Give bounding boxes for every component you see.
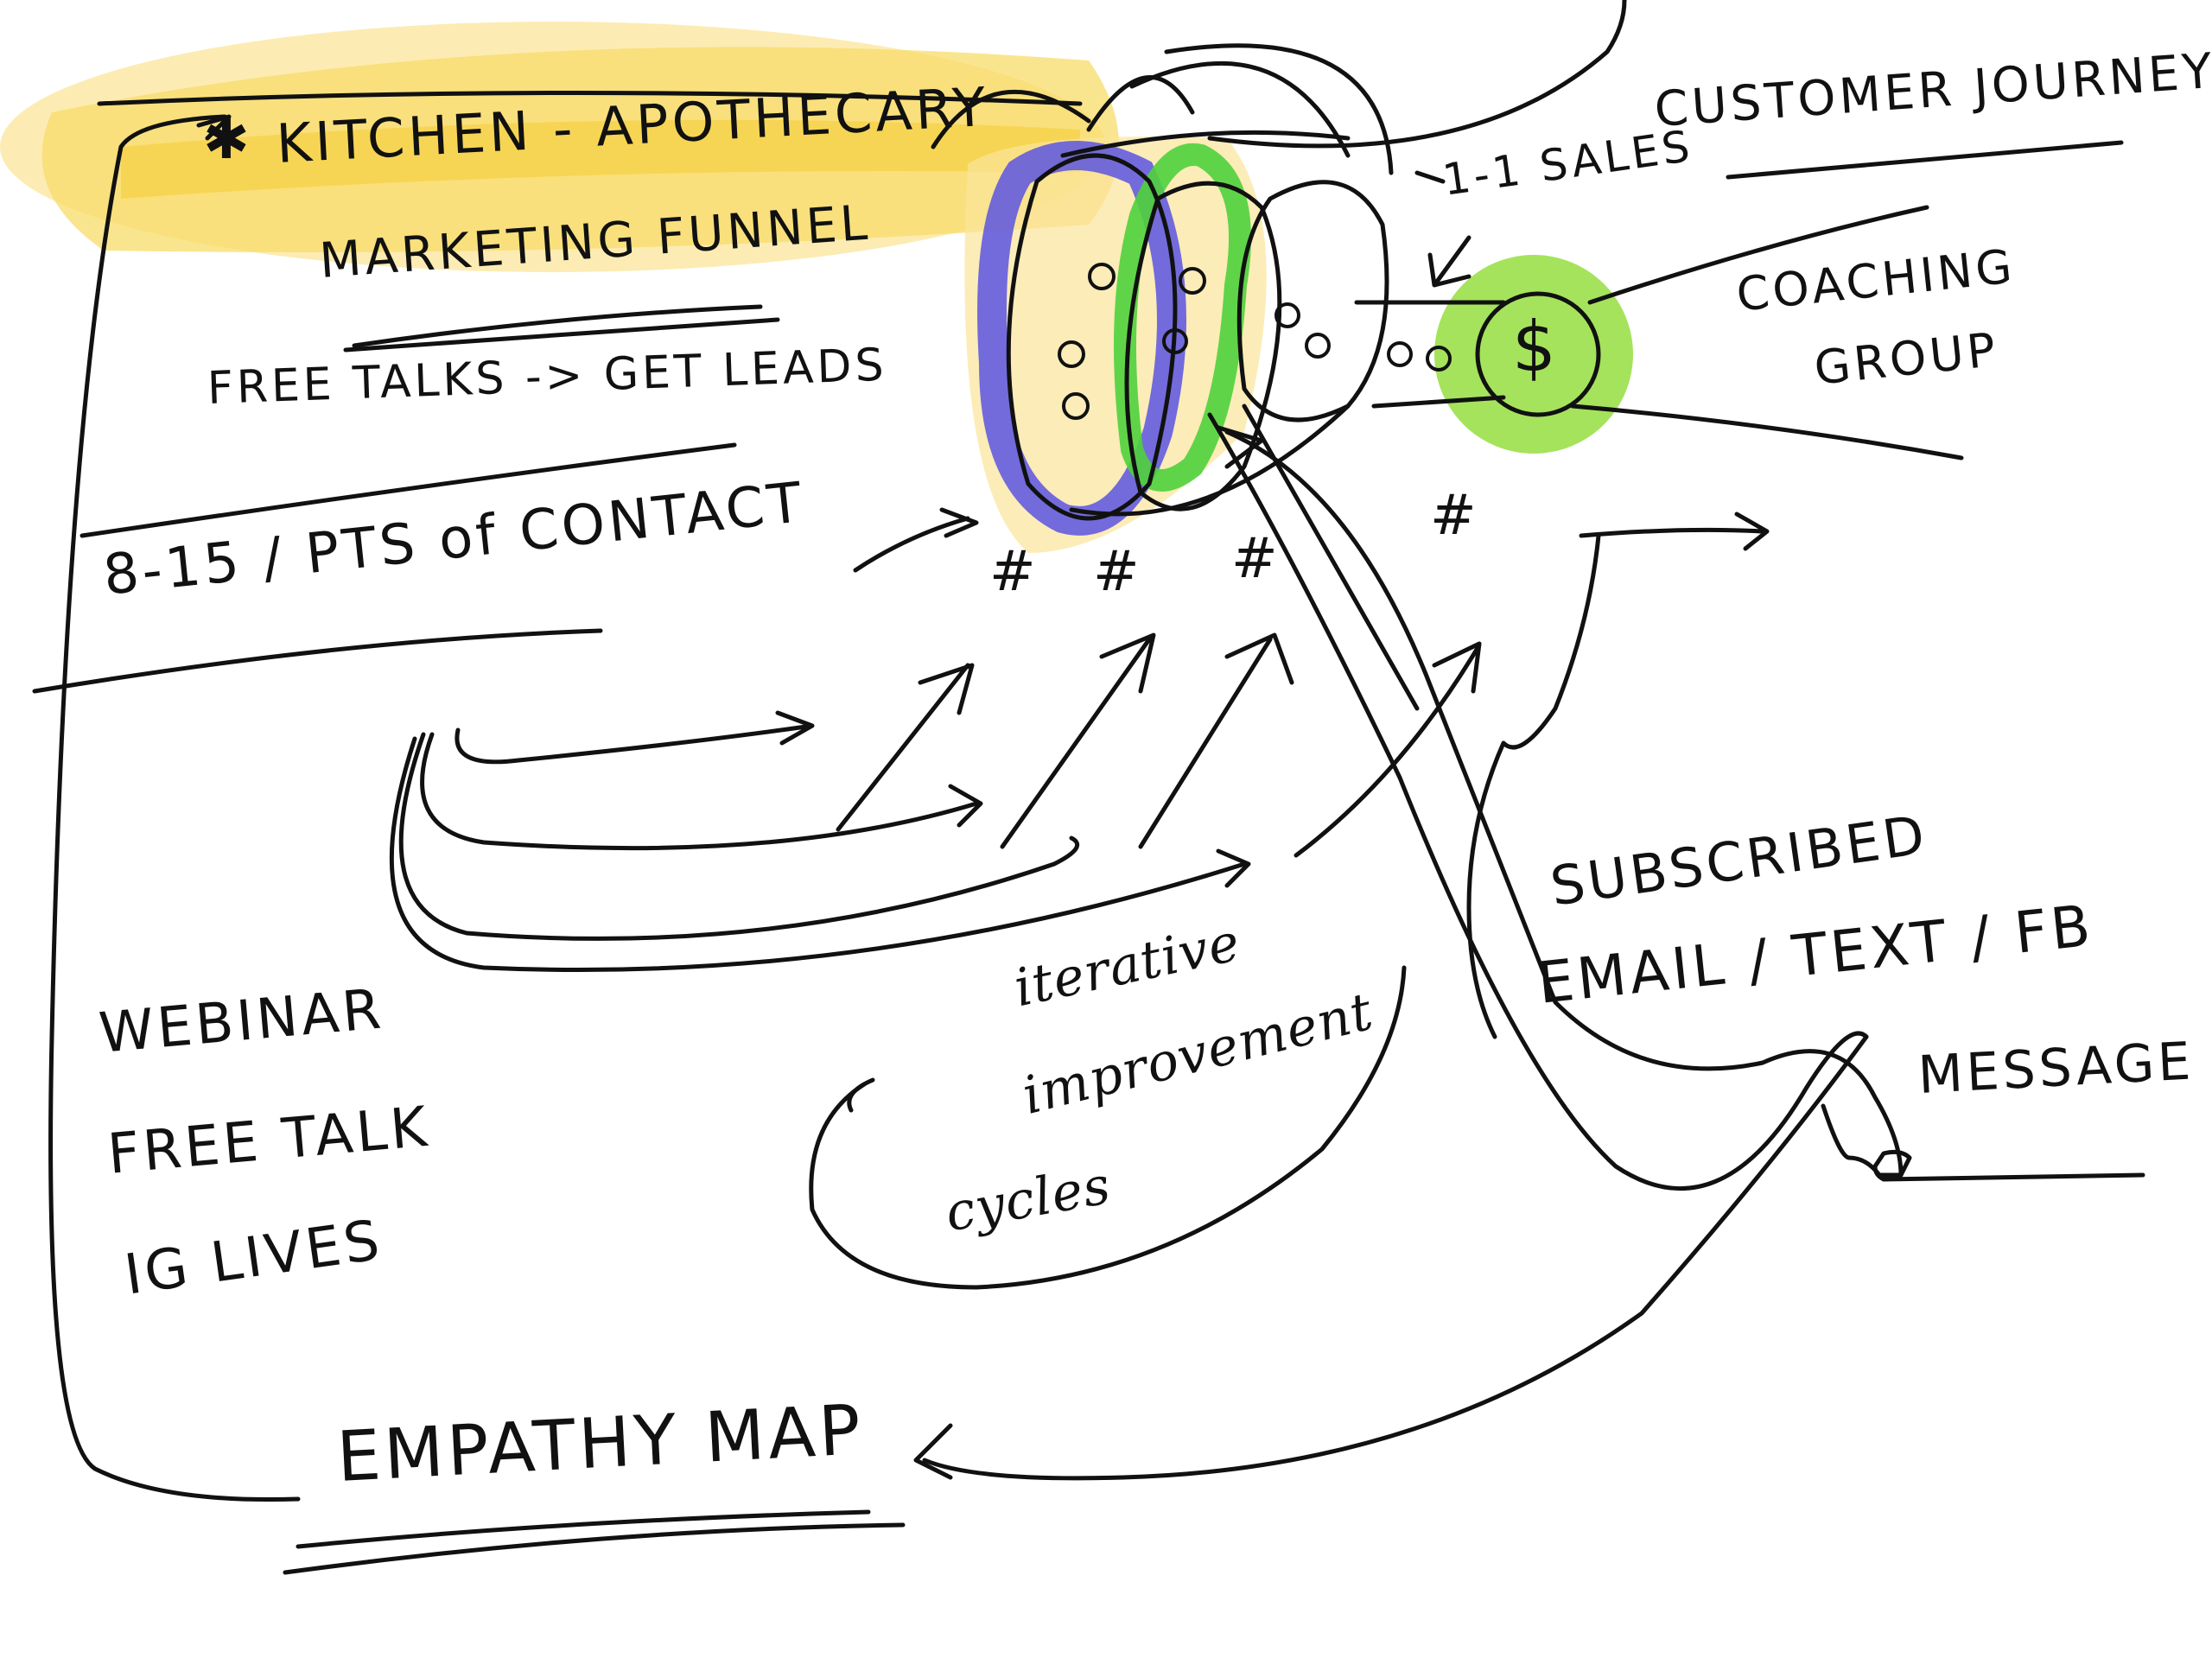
- asterisk-icon: ✱: [203, 108, 253, 172]
- up-arrow-3: [1138, 632, 1294, 849]
- left-feedback-loop: [48, 114, 301, 1502]
- up-arrow-1: [836, 663, 975, 832]
- swirl-3: [1129, 60, 1351, 158]
- left-loop-arrowhead: [196, 114, 232, 141]
- empathy-return-curve: [922, 1034, 1869, 1481]
- up-arrow-2: [1000, 632, 1156, 849]
- swirl-4: [1164, 43, 1394, 175]
- top-right-curve: [1207, 0, 1627, 149]
- sales-tick: [1414, 170, 1446, 184]
- cycle-hook: [847, 1077, 875, 1113]
- contact-line: [32, 628, 603, 694]
- subscribed-curve: [1207, 412, 1869, 1191]
- message-underline: [1821, 1103, 2145, 1182]
- empathy-arrowhead: [913, 1423, 953, 1480]
- hash-mark-2: #: [1093, 540, 1140, 604]
- loop-arrow-1: [454, 710, 815, 765]
- improvement-cycle: [809, 965, 1407, 1290]
- subscribed-curve-2: [1224, 429, 1904, 1178]
- lead-dots: [1058, 263, 1452, 420]
- stage-2-marker: [1114, 143, 1251, 492]
- leads-line: [79, 442, 737, 538]
- stage-2-circle: [1124, 181, 1282, 511]
- funnel-bottom: [1069, 403, 1351, 517]
- dollar-icon: $: [1512, 307, 1556, 387]
- subtitle-underline: [352, 304, 763, 348]
- swirl-2: [1086, 75, 1195, 132]
- hash-mark-4: #: [1430, 484, 1477, 548]
- funnel-mark: [1216, 425, 1264, 469]
- empathy-underline: [283, 1522, 906, 1575]
- loop-arrow-4: [389, 736, 1251, 972]
- hash-curve: [1466, 533, 1601, 1039]
- dollar-circle: [1475, 291, 1601, 417]
- loop-arrow-3: [398, 732, 1080, 941]
- funnel-to-dollar-2: [1371, 395, 1506, 409]
- contact-arrow: [853, 507, 979, 573]
- right-arrow: [1579, 511, 1770, 551]
- journey-underline: [1726, 140, 2124, 180]
- empathy-underline-2: [296, 1509, 871, 1549]
- top-line: [97, 91, 1083, 106]
- coaching-line-bottom: [1570, 403, 1964, 461]
- loop-arrow-2: [420, 732, 983, 851]
- coaching-line-top: [1587, 205, 1929, 305]
- hash-mark-1: #: [989, 540, 1036, 604]
- sales-arrow: [1427, 235, 1471, 288]
- swirl-1: [931, 89, 1091, 149]
- subtitle-underline-2: [343, 317, 780, 353]
- stage-1-circle: [1006, 153, 1178, 521]
- funnel-top: [1060, 130, 1351, 158]
- funnel-drop: [1242, 403, 1420, 711]
- hash-mark-3: #: [1231, 527, 1278, 591]
